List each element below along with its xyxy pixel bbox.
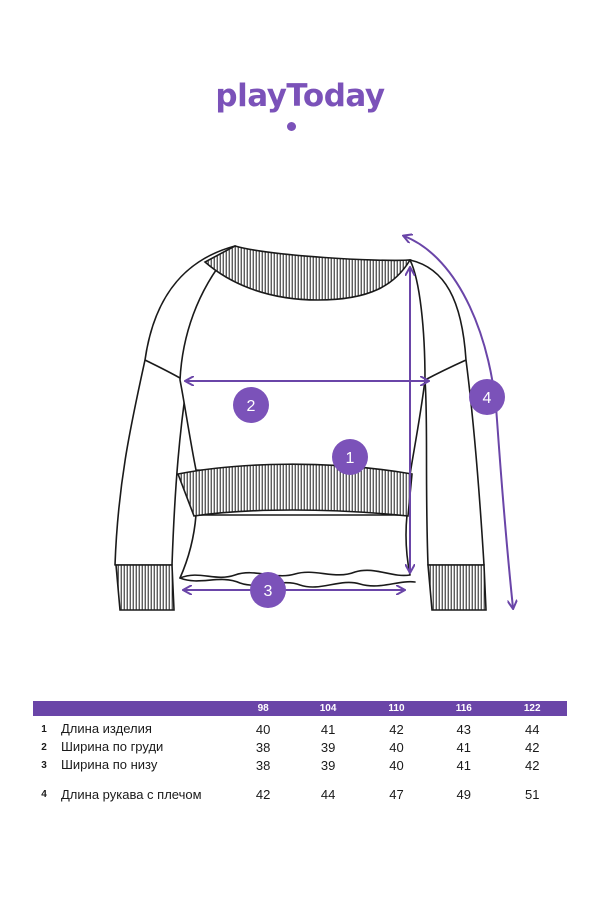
cell-value: 38 xyxy=(255,757,271,773)
cell-value: 41 xyxy=(456,757,472,773)
header-size: 116 xyxy=(430,701,498,716)
cell-value: 49 xyxy=(456,786,472,802)
left-cuff-rib xyxy=(115,564,175,611)
cell-value: 40 xyxy=(389,739,404,755)
cell-value: 42 xyxy=(255,786,271,802)
size-table-header: 98 104 110 116 122 xyxy=(33,701,567,716)
row-index: 2 xyxy=(41,741,47,753)
cell-value: 43 xyxy=(456,721,472,737)
marker-4: 4 xyxy=(469,379,505,415)
brand-name: playToday xyxy=(215,78,385,114)
waistband-rib xyxy=(176,463,413,517)
cell-value: 44 xyxy=(320,786,336,802)
marker-3: 3 xyxy=(250,572,286,608)
marker-2: 2 xyxy=(233,387,269,423)
right-cuff-rib xyxy=(427,564,487,611)
size-table: 98 104 110 116 122 1 Длина изделия 40 41… xyxy=(33,701,567,814)
cell-value: 44 xyxy=(524,721,540,737)
row-index: 3 xyxy=(41,759,47,771)
sleeve-arrow xyxy=(404,236,513,608)
marker-3-label: 3 xyxy=(264,583,273,600)
marker-1: 1 xyxy=(332,439,368,475)
cell-value: 39 xyxy=(320,757,336,773)
marker-4-label: 4 xyxy=(483,390,492,407)
row-name: Ширина по груди xyxy=(61,739,164,754)
cell-value: 39 xyxy=(320,739,336,755)
cell-value: 40 xyxy=(255,721,271,737)
table-row: 2 Ширина по груди 38 39 40 41 42 xyxy=(33,738,567,756)
cell-value: 41 xyxy=(456,739,472,755)
header-blank xyxy=(33,701,55,716)
cell-value: 51 xyxy=(524,786,540,802)
logo-dot-icon xyxy=(287,122,296,131)
cell-value: 42 xyxy=(389,721,404,737)
header-size: 122 xyxy=(497,701,567,716)
cell-value: 40 xyxy=(389,757,404,773)
cell-value: 42 xyxy=(524,757,540,773)
table-row: 1 Длина изделия 40 41 42 43 44 xyxy=(33,716,567,738)
row-name: Длина изделия xyxy=(61,721,152,736)
header-blank xyxy=(55,701,233,716)
header-size: 98 xyxy=(233,701,294,716)
brand-logo: playToday xyxy=(0,78,600,138)
table-row: 3 Ширина по низу 38 39 40 41 42 xyxy=(33,756,567,774)
row-name: Ширина по низу xyxy=(61,757,158,772)
cell-value: 42 xyxy=(524,739,540,755)
marker-2-label: 2 xyxy=(247,398,256,415)
garment-diagram: 1 2 3 4 xyxy=(114,0,600,611)
collar-rib xyxy=(203,245,412,301)
row-index: 4 xyxy=(41,788,47,800)
header-size: 104 xyxy=(293,701,363,716)
table-row: 4 Длина рукава с плечом 42 44 47 49 51 xyxy=(33,774,567,814)
measurement-arrows xyxy=(184,236,513,608)
cell-value: 38 xyxy=(255,739,271,755)
row-index: 1 xyxy=(41,723,47,735)
cell-value: 41 xyxy=(320,721,336,737)
cell-value: 47 xyxy=(389,786,404,802)
header-size: 110 xyxy=(362,701,431,716)
row-name: Длина рукава с плечом xyxy=(61,787,202,802)
marker-1-label: 1 xyxy=(346,450,355,467)
